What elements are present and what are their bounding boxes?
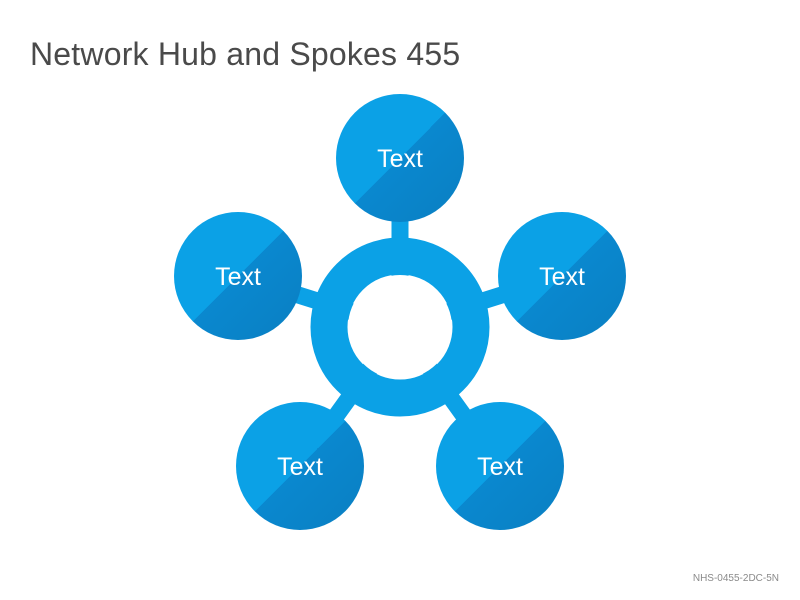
- spoke-node-circle: [236, 402, 364, 530]
- slide-title: Network Hub and Spokes 455: [30, 36, 461, 72]
- hub-center: [348, 275, 452, 379]
- spoke-node-label: Text: [277, 453, 323, 481]
- slide-code: NHS-0455-2DC-5N: [692, 573, 779, 584]
- spoke-node-label: Text: [539, 263, 585, 291]
- spoke-node[interactable]: Text: [174, 212, 302, 340]
- spoke-node[interactable]: Text: [436, 402, 564, 530]
- spoke-node[interactable]: Text: [498, 212, 626, 340]
- spoke-node-label: Text: [215, 263, 261, 291]
- spoke-node[interactable]: Text: [236, 402, 364, 530]
- spoke-node-label: Text: [477, 453, 523, 481]
- spoke-node-circle: [498, 212, 626, 340]
- hub-ring: [310, 237, 490, 417]
- spoke-node-circle: [336, 94, 464, 222]
- spoke-node-circle: [436, 402, 564, 530]
- spoke-node-circle: [174, 212, 302, 340]
- spoke-node-label: Text: [377, 145, 423, 173]
- hub: [310, 237, 490, 417]
- spoke-node[interactable]: Text: [336, 94, 464, 222]
